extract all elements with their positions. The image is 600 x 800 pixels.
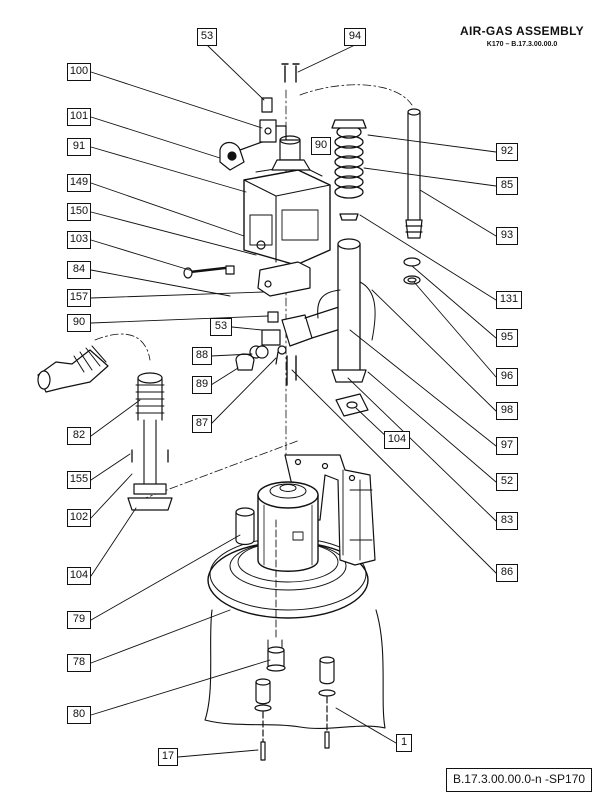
callout-79: 79 bbox=[67, 611, 91, 629]
callout-78: 78 bbox=[67, 654, 91, 672]
callout-1: 1 bbox=[396, 734, 412, 752]
callout-104-left: 104 bbox=[67, 567, 91, 585]
callout-93: 93 bbox=[496, 227, 518, 245]
callout-97: 97 bbox=[496, 437, 518, 455]
callout-80: 80 bbox=[67, 706, 91, 724]
callout-103: 103 bbox=[67, 231, 91, 249]
ignition-rod bbox=[407, 111, 421, 221]
callout-100: 100 bbox=[67, 63, 91, 81]
callout-104-right: 104 bbox=[384, 431, 410, 449]
callout-96: 96 bbox=[496, 368, 518, 386]
callout-84: 84 bbox=[67, 261, 91, 279]
gas-manifold-block bbox=[281, 314, 313, 347]
callout-86: 86 bbox=[496, 564, 518, 582]
callout-94: 94 bbox=[344, 28, 366, 46]
drawing-number-box: B.17.3.00.00.0-n -SP170 bbox=[446, 768, 592, 792]
callout-149: 149 bbox=[67, 174, 91, 192]
base-floor-outline bbox=[204, 609, 386, 729]
callout-85: 85 bbox=[496, 177, 518, 195]
callout-53-lower: 53 bbox=[210, 318, 232, 336]
callout-90-top: 90 bbox=[311, 137, 331, 155]
callout-157: 157 bbox=[67, 289, 91, 307]
callout-53-top: 53 bbox=[197, 28, 217, 46]
drawing-subtitle: K170 – B.17.3.00.00.0 bbox=[486, 41, 558, 48]
fan-motor-housing bbox=[257, 494, 319, 572]
callout-98: 98 bbox=[496, 402, 518, 420]
callout-95: 95 bbox=[496, 329, 518, 347]
callout-88: 88 bbox=[192, 347, 212, 365]
air-inlet-elbow bbox=[37, 349, 109, 393]
callout-87: 87 bbox=[192, 415, 212, 433]
callout-155: 155 bbox=[67, 471, 91, 489]
callout-131: 131 bbox=[496, 291, 522, 309]
callout-92: 92 bbox=[496, 143, 518, 161]
top-elbow-fitting bbox=[261, 97, 273, 113]
callout-17: 17 bbox=[158, 748, 178, 766]
callout-83: 83 bbox=[496, 512, 518, 530]
callout-89: 89 bbox=[192, 376, 212, 394]
callout-150: 150 bbox=[67, 203, 91, 221]
callout-82: 82 bbox=[67, 427, 91, 445]
callout-52: 52 bbox=[496, 473, 518, 491]
leader-lines bbox=[90, 44, 497, 758]
callout-90-lower: 90 bbox=[67, 314, 91, 332]
callout-91: 91 bbox=[67, 138, 91, 156]
drawing-title: AIR-GAS ASSEMBLY bbox=[460, 24, 584, 38]
callout-102: 102 bbox=[67, 509, 91, 527]
callout-101: 101 bbox=[67, 108, 91, 126]
venturi-tube bbox=[337, 243, 361, 376]
coil-spring bbox=[331, 119, 367, 221]
